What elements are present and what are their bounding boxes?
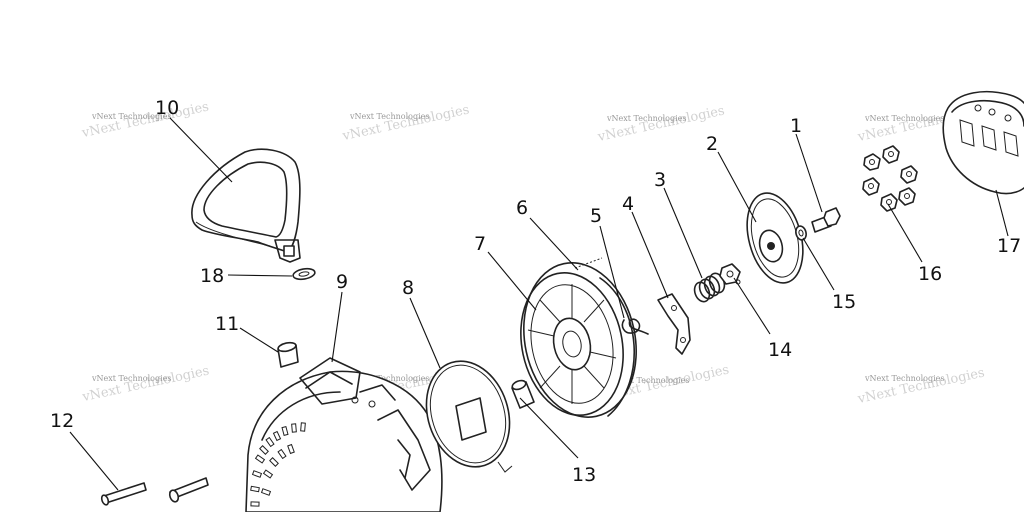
leader-13: [519, 397, 579, 459]
svg-text:vNext Technologies: vNext Technologies: [856, 365, 986, 407]
watermark-label-8: vNext Technologies: [864, 374, 944, 383]
watermark-label-6: vNext Technologies: [349, 374, 429, 383]
leader-5: [599, 225, 625, 319]
leader-7: [487, 251, 537, 311]
callout-14: 14: [768, 339, 792, 361]
plug-11-part: [277, 341, 299, 368]
callout-12: 12: [50, 410, 74, 432]
leader-16: [887, 203, 923, 263]
callout-10: 10: [155, 97, 179, 119]
watermark-label-7: vNext Technologies: [609, 376, 689, 385]
bolt-12-part: [100, 482, 147, 506]
watermark-5: vNext Technologies: [80, 363, 210, 405]
callout-9: 9: [336, 271, 348, 293]
housing-9-part: [245, 357, 443, 512]
cup-17-part: [942, 90, 1024, 195]
callout-7: 7: [474, 233, 486, 255]
watermark-8: vNext Technologies: [856, 365, 986, 407]
leader-1: [795, 133, 823, 213]
watermark-label-1: vNext Technologies: [91, 112, 171, 121]
callout-5: 5: [590, 205, 602, 227]
watermark-label-5: vNext Technologies: [91, 374, 171, 383]
leader-8: [409, 297, 441, 369]
callout-11: 11: [215, 313, 239, 335]
leader-15: [802, 237, 835, 291]
callout-4: 4: [622, 193, 634, 215]
bolt-1-part: [811, 207, 841, 233]
leader-18: [227, 274, 293, 277]
callout-8: 8: [402, 277, 414, 299]
callout-6: 6: [516, 197, 528, 219]
pawl-4-part: [657, 293, 691, 355]
callout-1: 1: [790, 115, 802, 137]
housing-vents: [250, 422, 306, 507]
leader-17: [995, 189, 1009, 237]
starter-handle-part: [191, 148, 301, 263]
washer-18-part: [292, 267, 316, 281]
leader-2: [717, 151, 757, 223]
callout-2: 2: [706, 133, 718, 155]
washer-14-part: [719, 263, 741, 285]
watermark-label-4: vNext Technologies: [864, 114, 944, 123]
leader-11: [239, 327, 279, 353]
callout-18: 18: [200, 265, 224, 287]
pulley-7-part: [520, 262, 637, 418]
callout-17: 17: [997, 235, 1021, 257]
spring-3-part: [693, 272, 726, 303]
leader-3: [663, 187, 703, 279]
bolt-12b-part: [168, 477, 209, 503]
spring-clip-5-part: [621, 318, 649, 335]
leader-4: [631, 211, 669, 299]
spring-plate-8-part: [425, 360, 513, 473]
leader-12: [69, 431, 119, 491]
watermark-label-2: vNext Technologies: [349, 112, 429, 121]
watermark-2: vNext Technologies: [340, 103, 470, 145]
leader-14: [733, 277, 771, 335]
rope-6-part: [574, 257, 603, 269]
svg-text:vNext Technologies: vNext Technologies: [340, 103, 470, 145]
sleeve-13-part: [511, 379, 535, 409]
nuts-16-part: [862, 145, 918, 212]
leader-6: [529, 217, 579, 271]
leader-9: [331, 291, 343, 363]
callout-16: 16: [918, 263, 942, 285]
svg-text:vNext Technologies: vNext Technologies: [80, 363, 210, 405]
callout-3: 3: [654, 169, 666, 191]
washer-15-part: [795, 225, 807, 241]
leader-10: [169, 117, 233, 183]
callout-15: 15: [832, 291, 856, 313]
watermark-label-3: vNext Technologies: [606, 114, 686, 123]
callout-13: 13: [572, 464, 596, 486]
